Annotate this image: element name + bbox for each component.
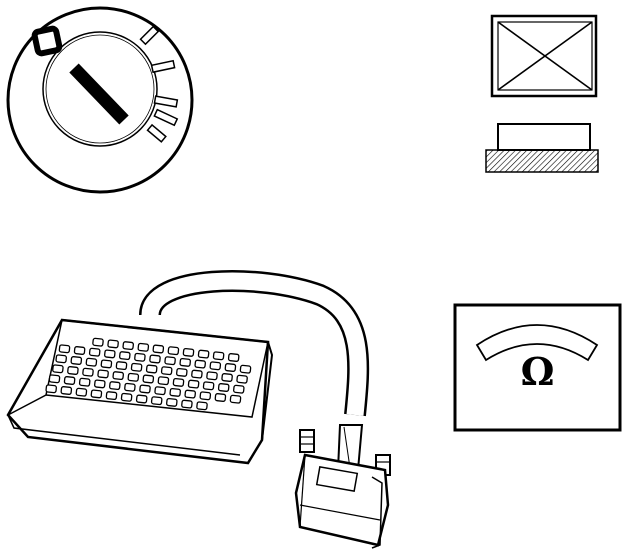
- hardware-module-icon: [485, 123, 599, 173]
- socket: [236, 374, 248, 384]
- socket: [217, 383, 230, 392]
- socket: [60, 386, 73, 395]
- socket: [181, 399, 193, 409]
- socket: [176, 367, 188, 377]
- socket: [154, 386, 166, 396]
- socket: [119, 351, 131, 361]
- socket: [229, 394, 242, 404]
- ignition-switch-figure: [0, 0, 200, 195]
- socket: [112, 371, 124, 381]
- socket: [214, 393, 227, 402]
- socket: [107, 339, 119, 349]
- socket: [179, 357, 191, 367]
- socket: [58, 344, 71, 354]
- socket: [124, 382, 136, 392]
- socket: [233, 384, 245, 394]
- socket: [157, 376, 170, 386]
- ohmmeter-icon: [453, 303, 622, 432]
- socket: [164, 356, 176, 366]
- socket: [63, 376, 76, 385]
- socket: [152, 344, 165, 354]
- socket: [206, 371, 218, 381]
- socket: [55, 354, 67, 364]
- socket: [90, 389, 103, 399]
- socket: [100, 359, 113, 369]
- socket: [134, 352, 146, 362]
- socket: [109, 381, 121, 391]
- key-slot: [69, 63, 129, 125]
- socket: [169, 387, 181, 397]
- socket: [75, 387, 88, 397]
- socket: [94, 379, 106, 389]
- socket: [78, 377, 91, 387]
- socket: [221, 373, 233, 382]
- socket: [137, 342, 150, 352]
- breakout-box-figure: [0, 265, 410, 560]
- socket: [130, 362, 143, 372]
- key-position-marks: [139, 25, 179, 143]
- ohm-symbol: Ω: [520, 349, 555, 394]
- socket: [88, 347, 101, 357]
- socket: [73, 346, 86, 355]
- socket: [160, 366, 173, 376]
- socket: [67, 366, 79, 375]
- blank-display-icon: [485, 14, 599, 173]
- socket: [127, 372, 140, 382]
- keyhole-marker: [31, 25, 63, 57]
- socket: [122, 341, 134, 351]
- socket: [150, 396, 163, 406]
- socket: [199, 391, 212, 401]
- socket: [212, 351, 225, 361]
- socket: [239, 364, 252, 374]
- socket: [172, 377, 185, 387]
- socket: [197, 349, 210, 359]
- socket: [182, 347, 195, 357]
- socket: [70, 356, 83, 365]
- socket: [166, 397, 178, 407]
- socket: [142, 374, 155, 384]
- socket: [115, 361, 128, 371]
- socket: [48, 374, 61, 384]
- d-sub-connector-icon: [294, 424, 391, 549]
- ohmmeter-figure: Ω: [450, 300, 625, 435]
- socket: [85, 357, 98, 367]
- socket: [52, 364, 64, 374]
- breakout-box-icon: [6, 270, 391, 549]
- socket: [194, 359, 206, 369]
- socket: [227, 353, 240, 362]
- socket: [184, 389, 196, 399]
- socket: [191, 369, 203, 379]
- socket: [82, 367, 94, 377]
- socket: [187, 379, 200, 389]
- display-figure: [478, 12, 608, 182]
- socket: [149, 354, 161, 364]
- socket: [92, 337, 104, 347]
- socket: [135, 394, 148, 404]
- socket: [202, 381, 215, 391]
- socket: [105, 391, 118, 401]
- socket-grid: [45, 337, 252, 411]
- socket: [209, 361, 222, 371]
- socket: [45, 384, 57, 394]
- socket: [167, 346, 180, 356]
- socket: [104, 349, 116, 359]
- socket: [120, 392, 133, 402]
- socket: [196, 401, 208, 411]
- ignition-key-switch-icon: [6, 6, 194, 194]
- socket: [139, 384, 151, 394]
- socket: [224, 363, 237, 372]
- socket: [145, 364, 158, 374]
- socket: [97, 369, 109, 379]
